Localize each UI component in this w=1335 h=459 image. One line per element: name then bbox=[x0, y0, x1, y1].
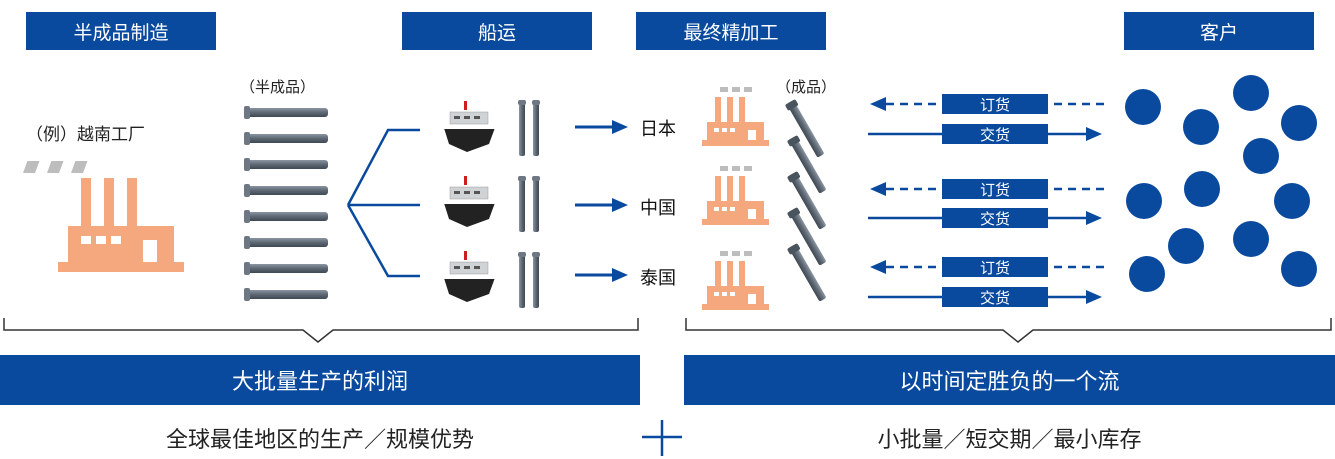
plus-icon bbox=[642, 420, 682, 456]
branch-lines bbox=[346, 128, 420, 278]
right-summary-text: 小批量／短交期／最小库存 bbox=[877, 428, 1142, 453]
shipped-rods-icon bbox=[518, 176, 540, 232]
one-piece-flow-bar: 以时间定胜负的一个流 bbox=[684, 355, 1335, 405]
delivery-tag: 交货 bbox=[942, 287, 1048, 307]
country-label-china: 中国 bbox=[640, 198, 676, 219]
customer-circles bbox=[1125, 75, 1317, 292]
order-tag: 订货 bbox=[942, 94, 1048, 114]
delivery-tag: 交货 bbox=[942, 124, 1048, 144]
delivery-tag: 交货 bbox=[942, 208, 1048, 228]
country-label-japan: 日本 bbox=[640, 119, 676, 140]
shipping-arrows bbox=[575, 120, 628, 282]
header-semi-manufacturing: 半成品制造 bbox=[26, 12, 216, 50]
example-factory-label: （例）越南工厂 bbox=[26, 125, 145, 145]
country-label-thailand: 泰国 bbox=[640, 268, 676, 289]
mass-production-bar: 大批量生产的利润 bbox=[0, 355, 640, 405]
finished-label: （成品） bbox=[776, 78, 837, 96]
brackets bbox=[3, 318, 1332, 343]
small-factory-icon bbox=[702, 251, 769, 310]
header-shipping: 船运 bbox=[402, 12, 592, 50]
semi-finished-label: （半成品） bbox=[240, 78, 316, 96]
finished-parts bbox=[785, 99, 826, 301]
ship-icon bbox=[442, 175, 497, 228]
vietnam-factory-icon bbox=[23, 161, 184, 272]
ship-icon bbox=[442, 250, 497, 303]
ship-icon bbox=[443, 101, 496, 152]
order-tag: 订货 bbox=[942, 257, 1048, 277]
header-final-processing: 最终精加工 bbox=[636, 12, 826, 50]
small-factory-icon bbox=[702, 87, 769, 146]
order-tag: 订货 bbox=[942, 179, 1048, 199]
shipped-rods-icon bbox=[518, 252, 540, 308]
shipped-rods-icon bbox=[518, 100, 540, 156]
left-summary-text: 全球最佳地区的生产／规模优势 bbox=[165, 428, 474, 453]
header-customers: 客户 bbox=[1124, 12, 1314, 50]
semi-finished-rods bbox=[244, 106, 328, 301]
small-factory-icon bbox=[702, 166, 769, 225]
